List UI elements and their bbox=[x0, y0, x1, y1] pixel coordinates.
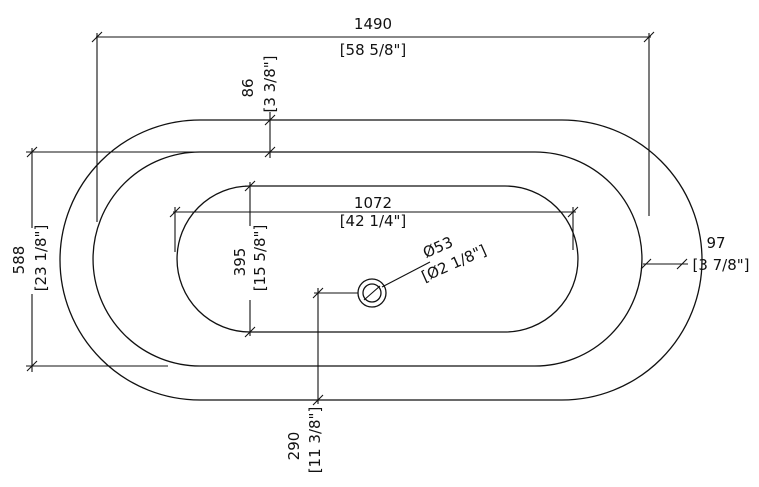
inner-rim-outline bbox=[92, 151, 643, 367]
drain-offset-mm: 290 bbox=[285, 432, 303, 461]
drain-leader-line bbox=[381, 261, 431, 288]
overall-length-mm: 1490 bbox=[354, 15, 392, 33]
rim-offset-inch: [3 3/8"] bbox=[261, 55, 279, 112]
drain-offset-inch: [11 3/8"] bbox=[306, 407, 324, 474]
drain-inner-circle bbox=[362, 283, 382, 303]
outer-rim-outline bbox=[59, 119, 703, 401]
basin-width-mm: 395 bbox=[231, 248, 249, 277]
overall-width-inch: [23 1/8"] bbox=[32, 225, 50, 292]
rim-thickness-inch: [3 7/8"] bbox=[692, 256, 749, 274]
basin-length-mm: 1072 bbox=[354, 194, 392, 212]
basin-width-inch: [15 5/8"] bbox=[251, 225, 269, 292]
overall-width-mm: 588 bbox=[10, 246, 28, 275]
rim-offset-mm: 86 bbox=[239, 78, 257, 97]
rim-thickness-mm: 97 bbox=[706, 234, 725, 252]
basin-outline bbox=[176, 185, 579, 333]
basin-length-inch: [42 1/4"] bbox=[340, 212, 407, 230]
overall-length-inch: [58 5/8"] bbox=[340, 41, 407, 59]
